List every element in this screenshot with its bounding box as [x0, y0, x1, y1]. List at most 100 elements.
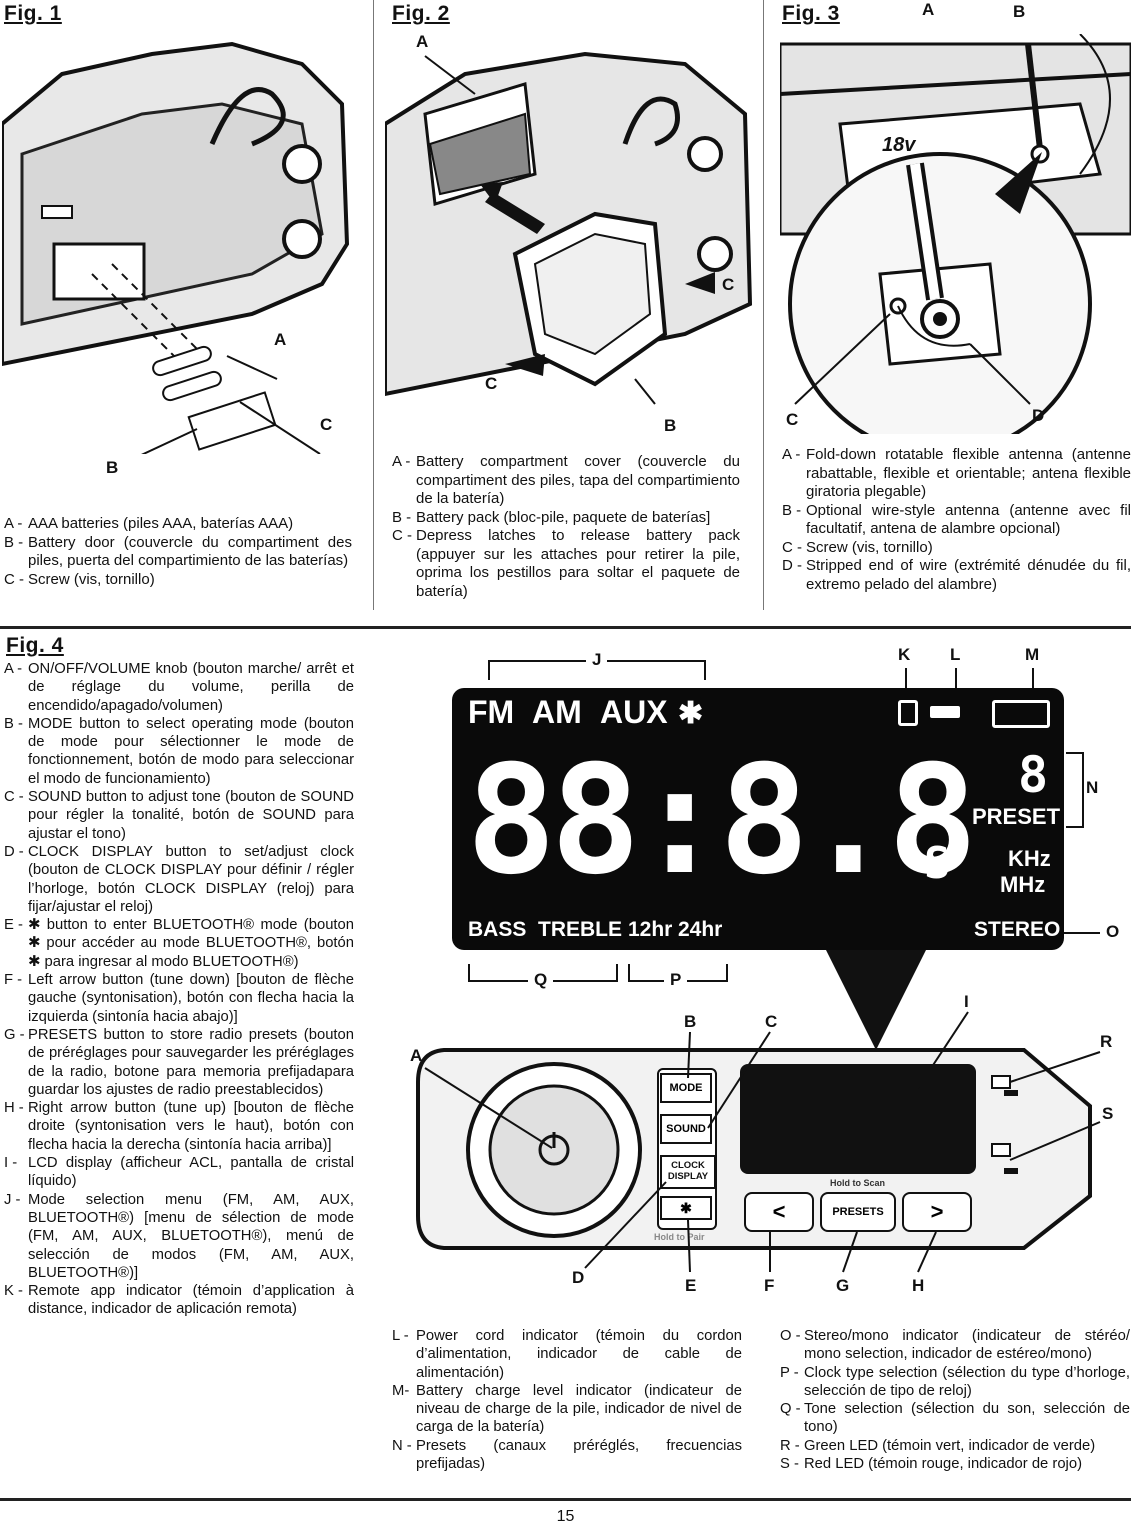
legend-item: A -ON/OFF/VOLUME knob (bouton marche/ ar…: [4, 661, 354, 714]
lcd-small-s: S: [924, 838, 951, 889]
clock-label: CLOCK: [671, 1160, 705, 1171]
legend-item: M-Battery charge level indicator (indica…: [392, 1382, 742, 1436]
legend-item: A -Fold-down rotatable flexible antenna …: [782, 446, 1131, 500]
bluetooth-icon: ✱: [680, 1199, 692, 1216]
fig2-callout-c-right: C: [722, 275, 735, 294]
fig4-callout-m: M: [1025, 645, 1040, 664]
lcd-main-digits: 88:8.8: [466, 734, 978, 908]
fig3-legend: A -Fold-down rotatable flexible antenna …: [782, 446, 1131, 594]
page-number: 15: [556, 1508, 575, 1525]
mode-button[interactable]: MODE: [660, 1073, 712, 1103]
legend-item: C -Screw (vis, tornillo): [4, 570, 155, 588]
legend-item: C -Screw (vis, tornillo): [782, 538, 933, 556]
fig1-callout-a: A: [274, 330, 287, 349]
legend-item: B -MODE button to select operating mode …: [4, 715, 354, 787]
lcd-24hr: 24hr: [678, 918, 723, 941]
fig1-callout-b: B: [106, 458, 119, 477]
lcd-mhz: MHz: [1000, 872, 1046, 897]
legend-item: B -Battery door (couvercle du compartime…: [4, 533, 352, 570]
fig4-callout-p: P: [664, 970, 688, 990]
fig4-callout-l: L: [950, 645, 961, 664]
bottom-rule: [0, 1498, 1131, 1501]
fig4-legend-right: O -Stereo/mono indicator (indicateur de …: [780, 1327, 1130, 1473]
legend-item: Q -Tone selection (sélection du son, sel…: [780, 1401, 1130, 1436]
lcd-treble: TREBLE: [538, 918, 622, 941]
column-divider: [763, 0, 764, 610]
lcd-mode-fm: FM: [468, 694, 515, 730]
fig2-callout-b: B: [664, 416, 677, 435]
legend-item: R -Green LED (témoin vert, indicador de …: [780, 1437, 1096, 1454]
leader-line: [1064, 932, 1100, 934]
legend-item: C -SOUND button to adjust tone (bouton d…: [4, 789, 354, 842]
legend-item: H -Right arrow button (tune up) [bouton …: [4, 1100, 354, 1153]
lcd-khz: KHz: [1008, 846, 1051, 871]
fig4-callout-n: N: [1086, 778, 1099, 797]
leader-line: [905, 668, 907, 698]
fig3-callout-a: A: [922, 0, 935, 19]
fig4-callout-d: D: [572, 1268, 585, 1287]
legend-item: A -AAA batteries (piles AAA, baterías AA…: [4, 515, 294, 532]
clock-display-button[interactable]: CLOCK DISPLAY: [660, 1155, 716, 1189]
legend-item: K -Remote app indicator (témoin d’applic…: [4, 1283, 354, 1318]
fig4-callout-i: I: [964, 992, 969, 1011]
lcd-display: FM AM AUX ✱ 88:8.8 S 8 PRESET KHz MHz BA…: [452, 688, 1064, 950]
fig2-title: Fig. 2: [392, 2, 450, 25]
legend-item: J -Mode selection menu (FM, AM, AUX, BLU…: [4, 1191, 354, 1281]
legend-item: B -Optional wire-style antenna (antenne …: [782, 501, 1131, 538]
bracket-n: [1066, 752, 1084, 828]
lcd-bass: BASS: [468, 918, 527, 941]
fig4-callout-o: O: [1106, 922, 1120, 941]
fig4-legend-left: A -ON/OFF/VOLUME knob (bouton marche/ ar…: [4, 660, 354, 1319]
legend-item: E -✱ button to enter BLUETOOTH® mode (bo…: [4, 917, 354, 970]
tune-up-button[interactable]: >: [902, 1192, 972, 1232]
fig4-callout-s: S: [1102, 1104, 1114, 1123]
legend-item: C -Depress latches to release battery pa…: [392, 527, 740, 600]
fig3-callout-d: D: [1032, 406, 1045, 425]
legend-item: I -LCD display (afficheur ACL, pantalla …: [4, 1155, 354, 1190]
legend-item: O -Stereo/mono indicator (indicateur de …: [780, 1328, 1130, 1363]
fig4-callout-h: H: [912, 1276, 925, 1295]
legend-item: L -Power cord indicator (témoin du cordo…: [392, 1328, 742, 1381]
fig4-callout-j: J: [586, 650, 608, 670]
fig4-callout-f: F: [764, 1276, 775, 1295]
fig4-legend-mid: L -Power cord indicator (témoin du cordo…: [392, 1327, 742, 1473]
legend-item: A -Battery compartment cover (couvercle …: [392, 453, 740, 507]
fig3-illustration: [778, 33, 1131, 456]
fig3-callout-c: C: [786, 410, 799, 429]
warning-mini-icon: [1004, 1168, 1018, 1174]
fig4-callout-c: C: [765, 1012, 778, 1031]
legend-item: N -Presets (canaux préréglés, frecuencia…: [392, 1437, 742, 1473]
fig2-callout-c-left: C: [485, 374, 498, 393]
fig1-title: Fig. 1: [4, 2, 62, 25]
fig1-callout-c: C: [320, 415, 333, 434]
legend-item: S -Red LED (témoin rouge, indicador de r…: [780, 1456, 1082, 1473]
tune-down-button[interactable]: <: [744, 1192, 814, 1232]
fig4-callout-g: G: [836, 1276, 850, 1295]
legend-item: P -Clock type selection (sélection du ty…: [780, 1364, 1130, 1399]
leader-line: [1032, 668, 1034, 698]
sound-button[interactable]: SOUND: [660, 1114, 712, 1144]
fig3-18v-badge: 18v: [882, 134, 916, 156]
fig1-illustration: [0, 34, 352, 465]
presets-button[interactable]: PRESETS: [820, 1192, 896, 1232]
battery-level-icon: [992, 700, 1050, 728]
fig3-callout-b: B: [1013, 2, 1026, 21]
legend-item: D -Stripped end of wire (extrémité dénud…: [782, 557, 1131, 593]
leader-line: [955, 668, 957, 698]
fig4-callout-k: K: [898, 645, 911, 664]
fig2-legend: A -Battery compartment cover (couvercle …: [392, 453, 740, 601]
lcd-preset-digit: 8: [1018, 746, 1049, 804]
fig4-title: Fig. 4: [6, 634, 64, 657]
legend-item: G -PRESETS button to store radio presets…: [4, 1026, 354, 1098]
bluetooth-button[interactable]: ✱: [660, 1196, 712, 1220]
fig2-illustration: [383, 34, 755, 434]
display-label: DISPLAY: [667, 1171, 709, 1182]
power-cord-icon: [930, 706, 960, 718]
battery-mini-icon: [1004, 1090, 1018, 1096]
remote-app-icon: [898, 700, 918, 726]
hold-to-pair-label: Hold to Pair: [654, 1232, 705, 1242]
fig4-callout-r: R: [1100, 1032, 1113, 1051]
fig4-callout-e: E: [685, 1276, 697, 1295]
lcd-preset-label: PRESET: [972, 804, 1061, 829]
